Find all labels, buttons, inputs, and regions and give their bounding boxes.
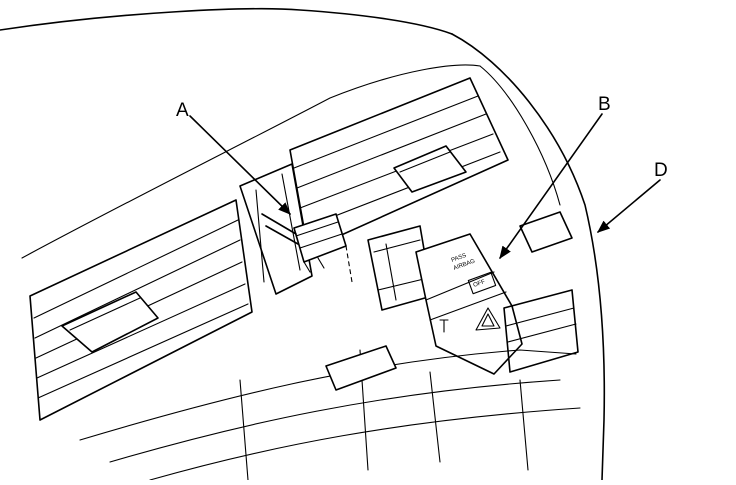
callout-label-d: D	[654, 160, 668, 181]
left-air-vent	[29, 199, 253, 421]
right-lower-vent	[503, 211, 579, 373]
lower-console-button	[325, 345, 397, 391]
callout-arrows	[189, 113, 661, 260]
center-air-vent	[289, 77, 509, 251]
harness-connector	[261, 213, 353, 283]
switch-opening	[239, 163, 313, 295]
callout-label-a: A	[176, 100, 189, 121]
dashboard-outline	[0, 8, 606, 481]
passenger-airbag-switch: PASS AIRBAG OFF	[415, 233, 523, 375]
switch-indicator-label: OFF	[473, 279, 487, 289]
lower-console	[79, 345, 581, 481]
switch-housing	[367, 225, 433, 311]
callout-label-b: B	[598, 94, 611, 115]
switch-label-line1: PASS	[451, 253, 468, 264]
left-vent-tab	[61, 291, 159, 353]
center-vent-tab	[393, 145, 467, 193]
leader-a	[189, 115, 291, 215]
leader-d	[597, 179, 661, 233]
leader-b	[499, 113, 603, 260]
